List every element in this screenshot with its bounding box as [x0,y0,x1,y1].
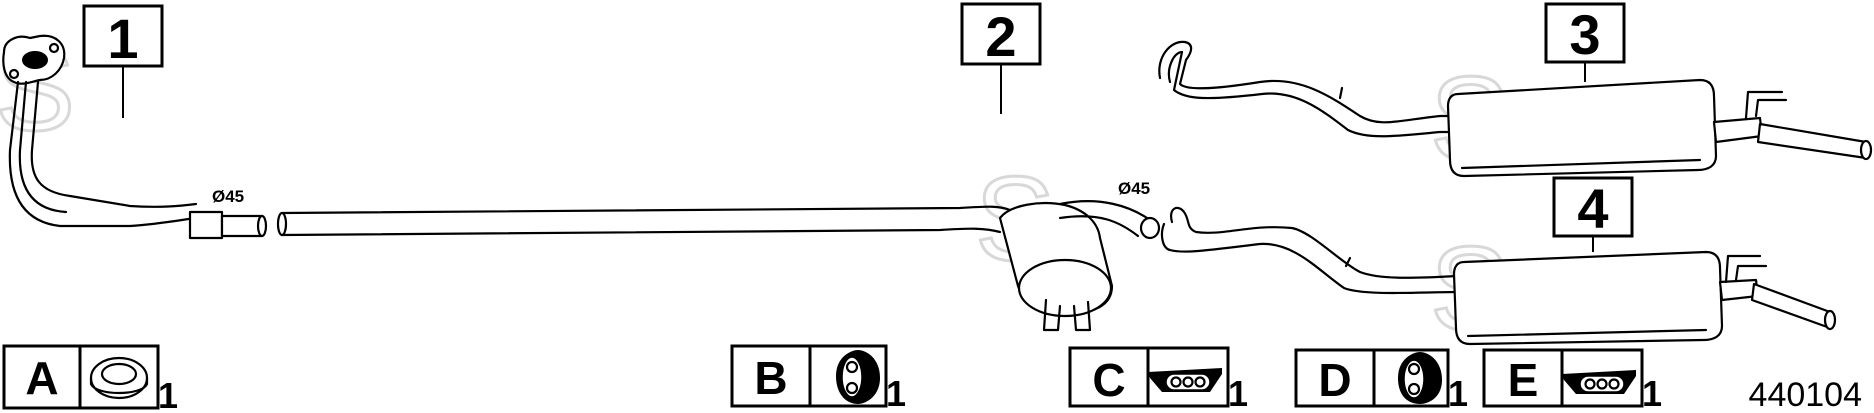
part-4-rear-silencer [1160,206,1837,346]
legend-letter: D [1318,354,1351,406]
legend-item-b: B 1 [730,344,906,413]
callout-1: 1 [82,4,164,118]
legend-item-e: E 1 [1482,348,1662,413]
hanger-strap-icon [1562,370,1636,394]
callout-number: 4 [1577,177,1608,240]
legend-quantity: 1 [1448,373,1468,413]
legend-letter: B [754,352,787,404]
rubber-hanger-icon [1398,352,1442,404]
callout-number: 1 [107,7,138,70]
callout-number: 2 [985,5,1016,68]
legend-letter: E [1508,354,1539,406]
diameter-label: Ø45 [212,187,244,206]
legend-quantity: 1 [1228,373,1248,413]
rubber-hanger-icon [836,350,880,404]
part-1-front-pipe [2,34,268,240]
legend-quantity: 1 [158,375,178,413]
hanger-strap-icon [1148,368,1222,392]
callout-2: 2 [960,2,1042,114]
gasket-ring-icon [89,356,149,400]
part-3-rear-silencer [1158,40,1873,178]
legend-item-a: A 1 [2,344,178,413]
legend-item-d: D 1 [1294,348,1468,413]
callout-4: 4 [1552,176,1634,252]
reference-number: 440104 [1749,376,1862,413]
legend-quantity: 1 [1642,373,1662,413]
diameter-label: Ø45 [1118,179,1150,198]
legend-letter: A [25,352,58,404]
part-2-middle-pipe [276,200,1161,332]
legend-letter: C [1092,354,1125,406]
legend-quantity: 1 [886,373,906,413]
legend-item-c: C 1 [1068,346,1248,413]
callout-number: 3 [1569,3,1600,66]
callout-3: 3 [1544,2,1626,82]
